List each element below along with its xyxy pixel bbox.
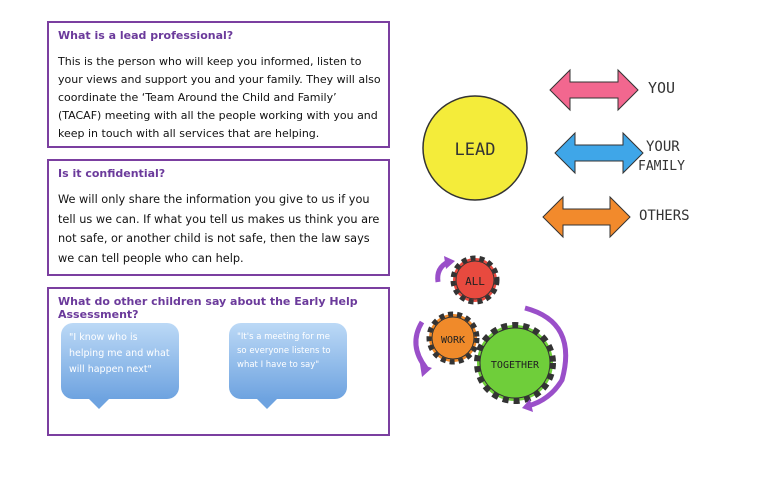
confidential-box: Is it confidential? We will only share t… — [47, 159, 390, 276]
arrow-label-you: YOU — [648, 79, 675, 97]
lead-professional-text: This is the person who will keep you inf… — [58, 55, 381, 140]
cog-label-all: ALL — [465, 275, 485, 288]
cycle-arrowhead-icon — [522, 399, 533, 412]
arrow-label-others: OTHERS — [639, 208, 690, 224]
cycle-arrowhead-icon — [420, 364, 432, 377]
cycle-arrowhead-icon — [444, 256, 455, 269]
arrow-label-your: YOUR — [646, 139, 680, 155]
lead-professional-illustration: LEAD YOU YOUR FAMILY OTHERS ALL WORK TOG… — [413, 68, 690, 412]
cog-label-work: WORK — [441, 335, 465, 346]
lead-circle — [422, 95, 528, 201]
arrow-others — [542, 195, 631, 239]
cog-all: ALL — [450, 255, 500, 305]
cog-label-together: TOGETHER — [491, 360, 540, 371]
quote-bubble: "I know who is helping me and what will … — [61, 323, 179, 409]
cog-work: WORK — [426, 311, 480, 365]
children-quotes-heading: What do other children say about the Ear… — [58, 295, 358, 321]
lead-label: LEAD — [455, 140, 496, 160]
children-quotes-box: What do other children say about the Ear… — [47, 287, 390, 436]
confidential-heading: Is it confidential? — [58, 167, 166, 180]
lead-professional-box: What is a lead professional? This is the… — [47, 21, 390, 148]
confidential-text: We will only share the information you g… — [58, 193, 380, 265]
arrow-you — [549, 68, 639, 112]
cog-together: TOGETHER — [474, 322, 556, 404]
arrow-family — [554, 131, 644, 175]
arrow-label-family: FAMILY — [638, 159, 685, 174]
quote-bubble: "It's a meeting for me so everyone liste… — [229, 323, 347, 409]
lead-professional-heading: What is a lead professional? — [58, 29, 234, 42]
